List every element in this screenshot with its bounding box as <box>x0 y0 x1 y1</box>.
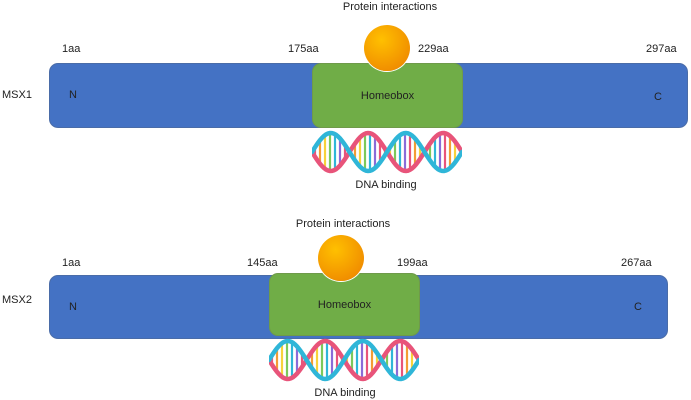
msx2-n-terminus: N <box>69 301 77 313</box>
msx2-homeobox-domain: Homeobox <box>269 273 420 336</box>
msx1-c-terminus: C <box>654 91 662 103</box>
msx2-homeobox-end-label: 199aa <box>397 257 428 269</box>
protein-ball-icon <box>364 25 410 71</box>
msx2-start-label: 1aa <box>62 257 81 269</box>
msx1-homeobox-label: Homeobox <box>360 89 415 102</box>
msx2-end-label: 267aa <box>621 257 652 269</box>
msx1-homeobox-domain: Homeobox <box>312 63 463 128</box>
protein-ball-icon <box>318 235 364 281</box>
msx1-n-terminus: N <box>69 89 77 101</box>
msx2-dna-binding-label: DNA binding <box>314 387 376 399</box>
msx1-protein-interactions-label: Protein interactions <box>342 1 438 13</box>
msx2-homeobox-label: Homeobox <box>317 298 372 311</box>
msx2-homeobox-start-label: 145aa <box>247 257 278 269</box>
msx2-protein-interactions-label: Protein interactions <box>295 218 391 230</box>
msx1-dna-binding-label: DNA binding <box>355 179 417 191</box>
msx2-c-terminus: C <box>634 301 642 313</box>
dna-helix-icon <box>312 130 462 174</box>
dna-helix-icon <box>269 338 419 382</box>
msx1-homeobox-start-label: 175aa <box>288 43 319 55</box>
msx1-protein-name: MSX1 <box>2 89 32 101</box>
msx2-protein-name: MSX2 <box>2 294 32 306</box>
msx1-homeobox-end-label: 229aa <box>418 43 449 55</box>
msx1-start-label: 1aa <box>62 43 81 55</box>
msx1-end-label: 297aa <box>646 43 677 55</box>
